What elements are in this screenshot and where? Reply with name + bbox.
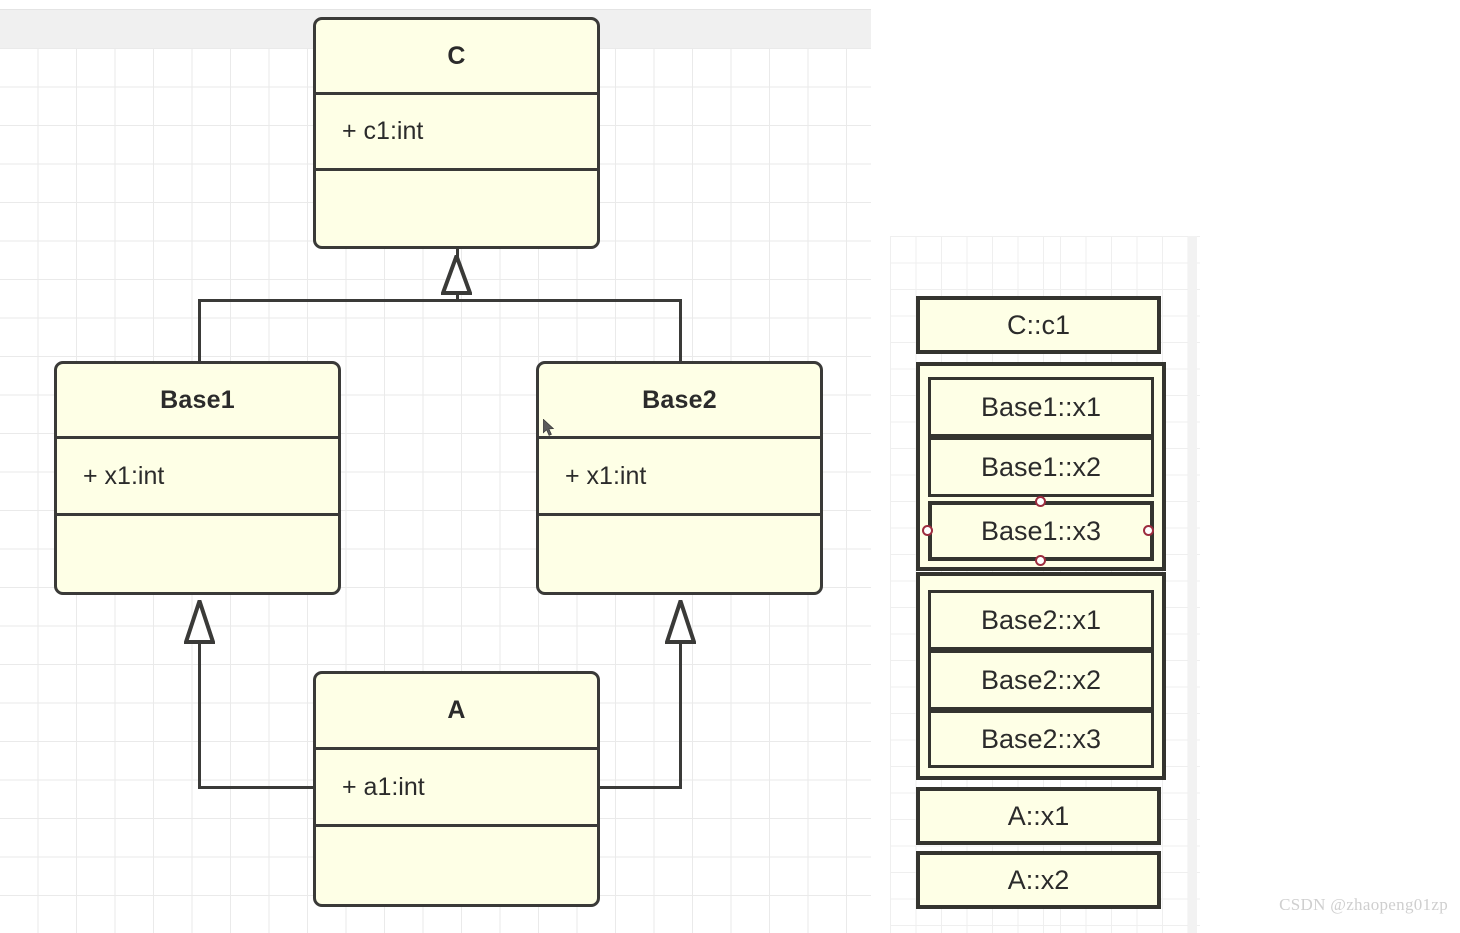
canvas-scroll-strip[interactable]: [1188, 236, 1197, 933]
class-divider: [539, 513, 820, 516]
class-divider: [316, 92, 597, 95]
class-box-base1[interactable]: Base1 + x1:int: [54, 361, 341, 595]
memory-slot-label: Base1::x1: [980, 391, 1102, 422]
memory-slot-label: Base1::x3: [980, 515, 1102, 546]
arrow-triangle-icon: [183, 594, 216, 644]
class-divider: [57, 436, 338, 439]
class-attribute-a-a1: + a1:int: [342, 773, 425, 801]
memory-slot-label: C::c1: [1006, 309, 1071, 340]
class-operations-base1: [57, 516, 338, 592]
selection-handle-bottom[interactable]: [1035, 555, 1046, 566]
selection-handle-left[interactable]: [922, 525, 933, 536]
connector-a-base1-vertical: [198, 640, 201, 789]
class-diagram-canvas[interactable]: C + c1:int Base1 + x1:int Base2 + x1:int…: [0, 0, 871, 933]
class-name-base2: Base2: [642, 386, 717, 414]
memory-slot-label: Base2::x3: [980, 723, 1102, 754]
connector-c-base2: [679, 299, 682, 361]
class-operations-base2: [539, 516, 820, 592]
memory-slot-label: Base2::x1: [980, 604, 1102, 635]
selection-handle-top[interactable]: [1035, 496, 1046, 507]
class-box-a[interactable]: A + a1:int: [313, 671, 600, 907]
class-name-c: C: [447, 42, 466, 70]
connector-a-base2-horizontal: [596, 786, 682, 789]
class-operations-c: [316, 171, 597, 246]
memory-slot-label: A::x2: [1007, 864, 1070, 895]
arrow-triangle-icon: [664, 594, 697, 644]
class-operations-a: [316, 827, 597, 904]
generalization-arrow-to-base2: [664, 594, 697, 644]
cursor-arrow-icon: [542, 418, 555, 436]
connector-a-base1-horizontal: [198, 786, 316, 789]
class-attribute-base1-x1: + x1:int: [83, 462, 165, 490]
memory-slot-a-x2[interactable]: A::x2: [916, 851, 1161, 909]
memory-slot-label: Base2::x2: [980, 664, 1102, 695]
connector-bus-c: [198, 299, 682, 302]
memory-slot-base1-x1[interactable]: Base1::x1: [928, 377, 1154, 437]
class-divider: [57, 513, 338, 516]
memory-slot-base1-x3[interactable]: Base1::x3: [928, 501, 1154, 561]
generalization-arrow-to-base1: [183, 594, 216, 644]
class-divider: [316, 168, 597, 171]
connector-c-base1: [198, 299, 201, 361]
memory-slot-base1-x2[interactable]: Base1::x2: [928, 437, 1154, 497]
memory-slot-c-c1[interactable]: C::c1: [916, 296, 1161, 354]
memory-slot-label: Base1::x2: [980, 451, 1102, 482]
connector-a-base2-vertical: [679, 640, 682, 789]
watermark-text: CSDN @zhaopeng01zp: [1279, 895, 1448, 914]
class-name-a: A: [447, 696, 466, 724]
memory-slot-a-x1[interactable]: A::x1: [916, 787, 1161, 845]
memory-slot-label: A::x1: [1007, 800, 1070, 831]
selection-handle-right[interactable]: [1143, 525, 1154, 536]
memory-slot-base2-x3[interactable]: Base2::x3: [928, 710, 1154, 768]
memory-layout-canvas[interactable]: C::c1 Base1::x1 Base1::x2 Base1::x3 Base…: [871, 0, 1460, 933]
class-box-c[interactable]: C + c1:int: [313, 17, 600, 249]
arrow-triangle-icon: [440, 250, 473, 295]
canvas-top-divider: [0, 9, 871, 10]
class-divider: [316, 824, 597, 827]
class-divider: [539, 436, 820, 439]
memory-slot-base2-x2[interactable]: Base2::x2: [928, 650, 1154, 710]
mouse-cursor: [542, 418, 557, 437]
class-attribute-base2-x1: + x1:int: [565, 462, 647, 490]
class-box-base2[interactable]: Base2 + x1:int: [536, 361, 823, 595]
class-attribute-c-c1: + c1:int: [342, 117, 424, 145]
class-divider: [316, 747, 597, 750]
generalization-arrow-to-c: [440, 250, 473, 295]
memory-slot-base2-x1[interactable]: Base2::x1: [928, 590, 1154, 650]
class-name-base1: Base1: [160, 386, 235, 414]
